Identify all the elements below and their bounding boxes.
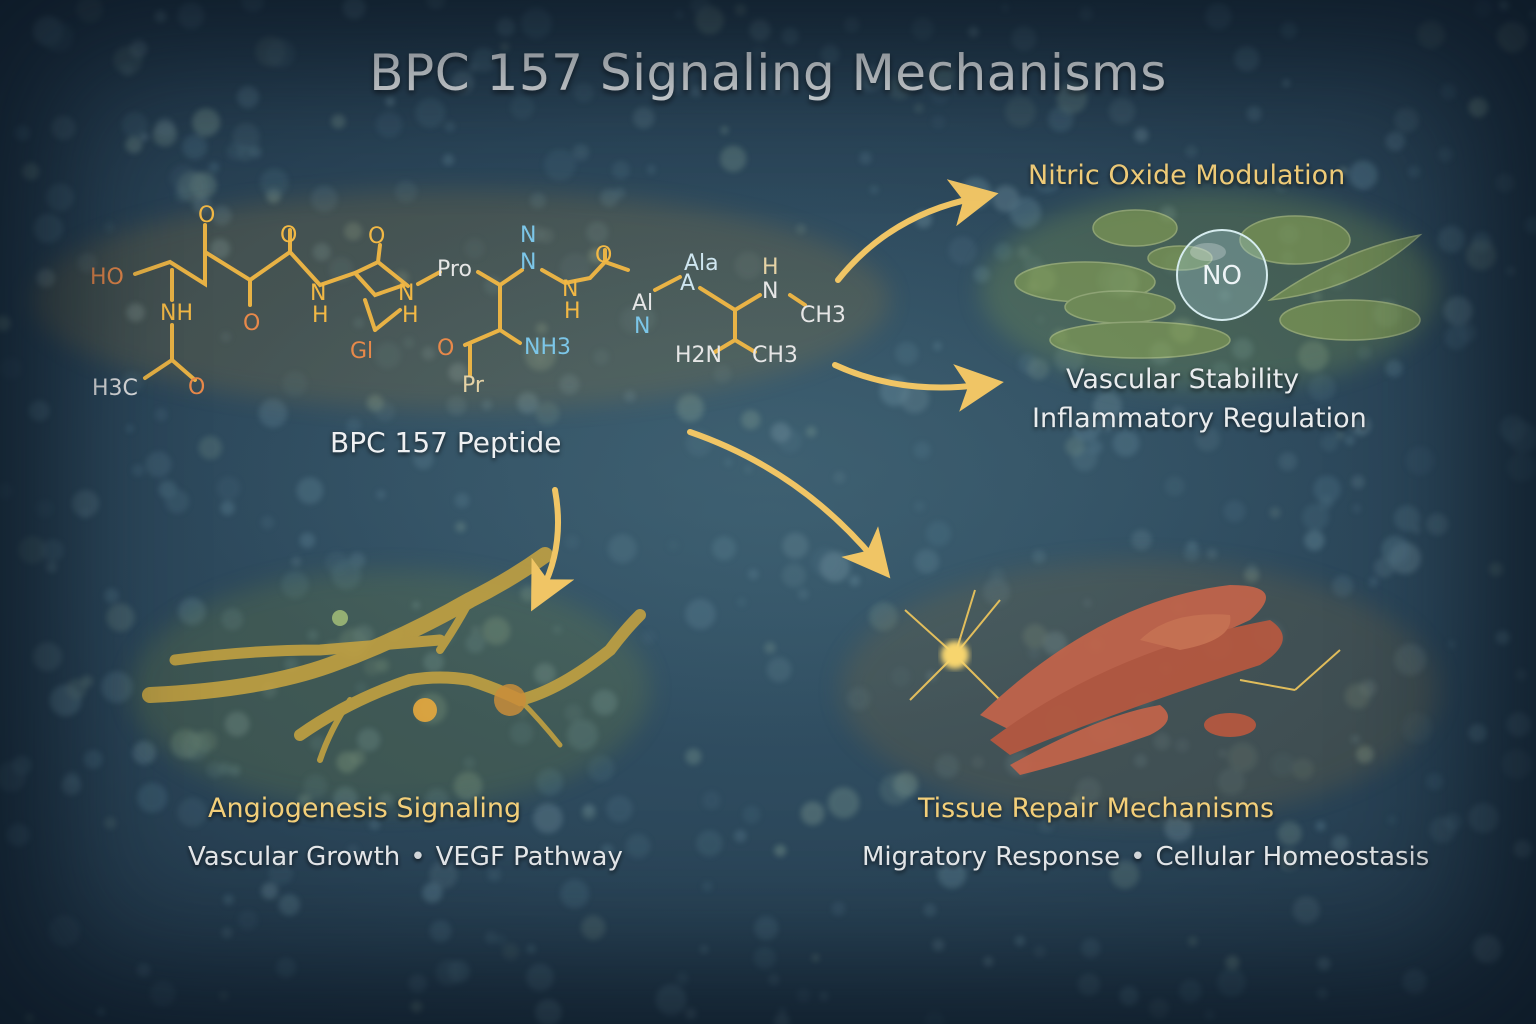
- svg-text:Ala: Ala: [684, 251, 719, 276]
- angiogenesis-title: Angiogenesis Signaling: [208, 793, 522, 824]
- atom-ho: HO: [90, 265, 124, 290]
- svg-text:H: H: [402, 303, 419, 328]
- tissue-repair-detail-1: Migratory Response: [862, 842, 1121, 872]
- svg-text:Pr: Pr: [462, 373, 485, 398]
- svg-text:N: N: [398, 281, 414, 306]
- svg-text:N: N: [562, 277, 578, 302]
- separator-dot: •: [410, 842, 426, 872]
- nitric-oxide-title: Nitric Oxide Modulation: [1028, 160, 1346, 191]
- svg-text:O: O: [280, 223, 297, 248]
- svg-text:O: O: [437, 336, 454, 361]
- svg-text:H3C: H3C: [92, 376, 138, 401]
- tissue-repair-details: Migratory Response • Cellular Homeostasis: [862, 842, 1429, 872]
- angiogenesis-detail-1: Vascular Growth: [188, 842, 401, 872]
- arrow-to-angiogenesis: [531, 487, 575, 612]
- svg-text:NH3: NH3: [524, 335, 571, 360]
- svg-text:Pro: Pro: [437, 257, 472, 282]
- svg-text:N: N: [520, 223, 536, 248]
- svg-text:O: O: [188, 375, 205, 400]
- svg-text:O: O: [243, 311, 260, 336]
- arrow-to-vascular-stability: [832, 362, 1004, 412]
- svg-text:N: N: [310, 281, 326, 306]
- no-badge: NO: [1202, 261, 1242, 291]
- svg-text:CH3: CH3: [800, 303, 846, 328]
- nitric-oxide-subtitle-1: Vascular Stability: [1066, 364, 1300, 395]
- svg-text:H: H: [312, 303, 329, 328]
- angiogenesis-details: Vascular Growth • VEGF Pathway: [188, 842, 623, 872]
- svg-text:NH: NH: [160, 301, 193, 326]
- angiogenesis-detail-2: VEGF Pathway: [435, 842, 623, 872]
- svg-text:CH3: CH3: [752, 343, 798, 368]
- svg-text:O: O: [595, 243, 612, 268]
- peptide-label: BPC 157 Peptide: [330, 426, 562, 459]
- svg-text:N: N: [762, 279, 778, 304]
- tissue-repair-detail-2: Cellular Homeostasis: [1155, 842, 1430, 872]
- arrow-to-tissue-repair: [687, 429, 891, 579]
- svg-text:A: A: [680, 271, 695, 296]
- no-bubble: [1176, 229, 1268, 321]
- separator-dot: •: [1130, 842, 1146, 872]
- svg-text:O: O: [198, 203, 215, 228]
- svg-text:N: N: [520, 250, 536, 275]
- svg-text:H2N: H2N: [675, 343, 722, 368]
- svg-text:H: H: [564, 299, 581, 324]
- page-title: BPC 157 Signaling Mechanisms: [369, 44, 1167, 102]
- svg-text:O: O: [368, 224, 385, 249]
- svg-text:N: N: [634, 314, 650, 339]
- svg-text:Gl: Gl: [350, 339, 373, 364]
- arrow-to-nitric-oxide: [835, 179, 999, 283]
- nitric-oxide-subtitle-2: Inflammatory Regulation: [1032, 403, 1367, 434]
- tissue-repair-title: Tissue Repair Mechanisms: [918, 793, 1275, 824]
- svg-text:Al: Al: [632, 291, 653, 316]
- svg-text:H: H: [762, 255, 779, 280]
